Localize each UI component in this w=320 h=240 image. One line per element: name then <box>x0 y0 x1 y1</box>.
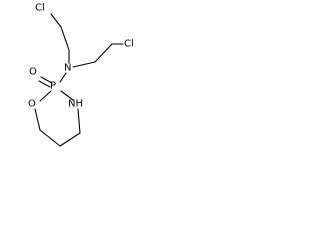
bond-p-o-double-b <box>38 80 51 88</box>
bond-cl-left-c1 <box>50 13 62 28</box>
bond-o-ring-c1 <box>34 108 41 131</box>
bond-n-right-c1 <box>72 61 96 68</box>
bond-left-c1-c2 <box>60 26 70 51</box>
bond-p-o-double-a <box>40 76 53 84</box>
atom-phosphorus: P <box>50 81 56 92</box>
bond-p-o-ring <box>39 90 52 102</box>
bonds <box>34 13 124 147</box>
atom-oxygen-double: O <box>29 67 37 78</box>
atom-oxygen-ring: O <box>28 99 36 110</box>
atom-nh-ring: NH <box>68 99 83 110</box>
atom-labels: Cl Cl N O P O NH <box>28 3 134 110</box>
bond-n-p <box>59 72 67 83</box>
molecule-structure: Cl Cl N O P O NH <box>28 3 134 147</box>
atom-nitrogen: N <box>64 63 71 74</box>
bond-right-c1-c2 <box>94 43 113 63</box>
bond-ring-c3-nh <box>77 108 81 134</box>
atom-cl-left: Cl <box>35 3 45 14</box>
bond-ring-c1-c2 <box>39 129 61 147</box>
atom-cl-right: Cl <box>124 39 134 50</box>
bond-ring-c2-c3 <box>59 132 81 147</box>
bond-p-nh <box>60 90 74 101</box>
